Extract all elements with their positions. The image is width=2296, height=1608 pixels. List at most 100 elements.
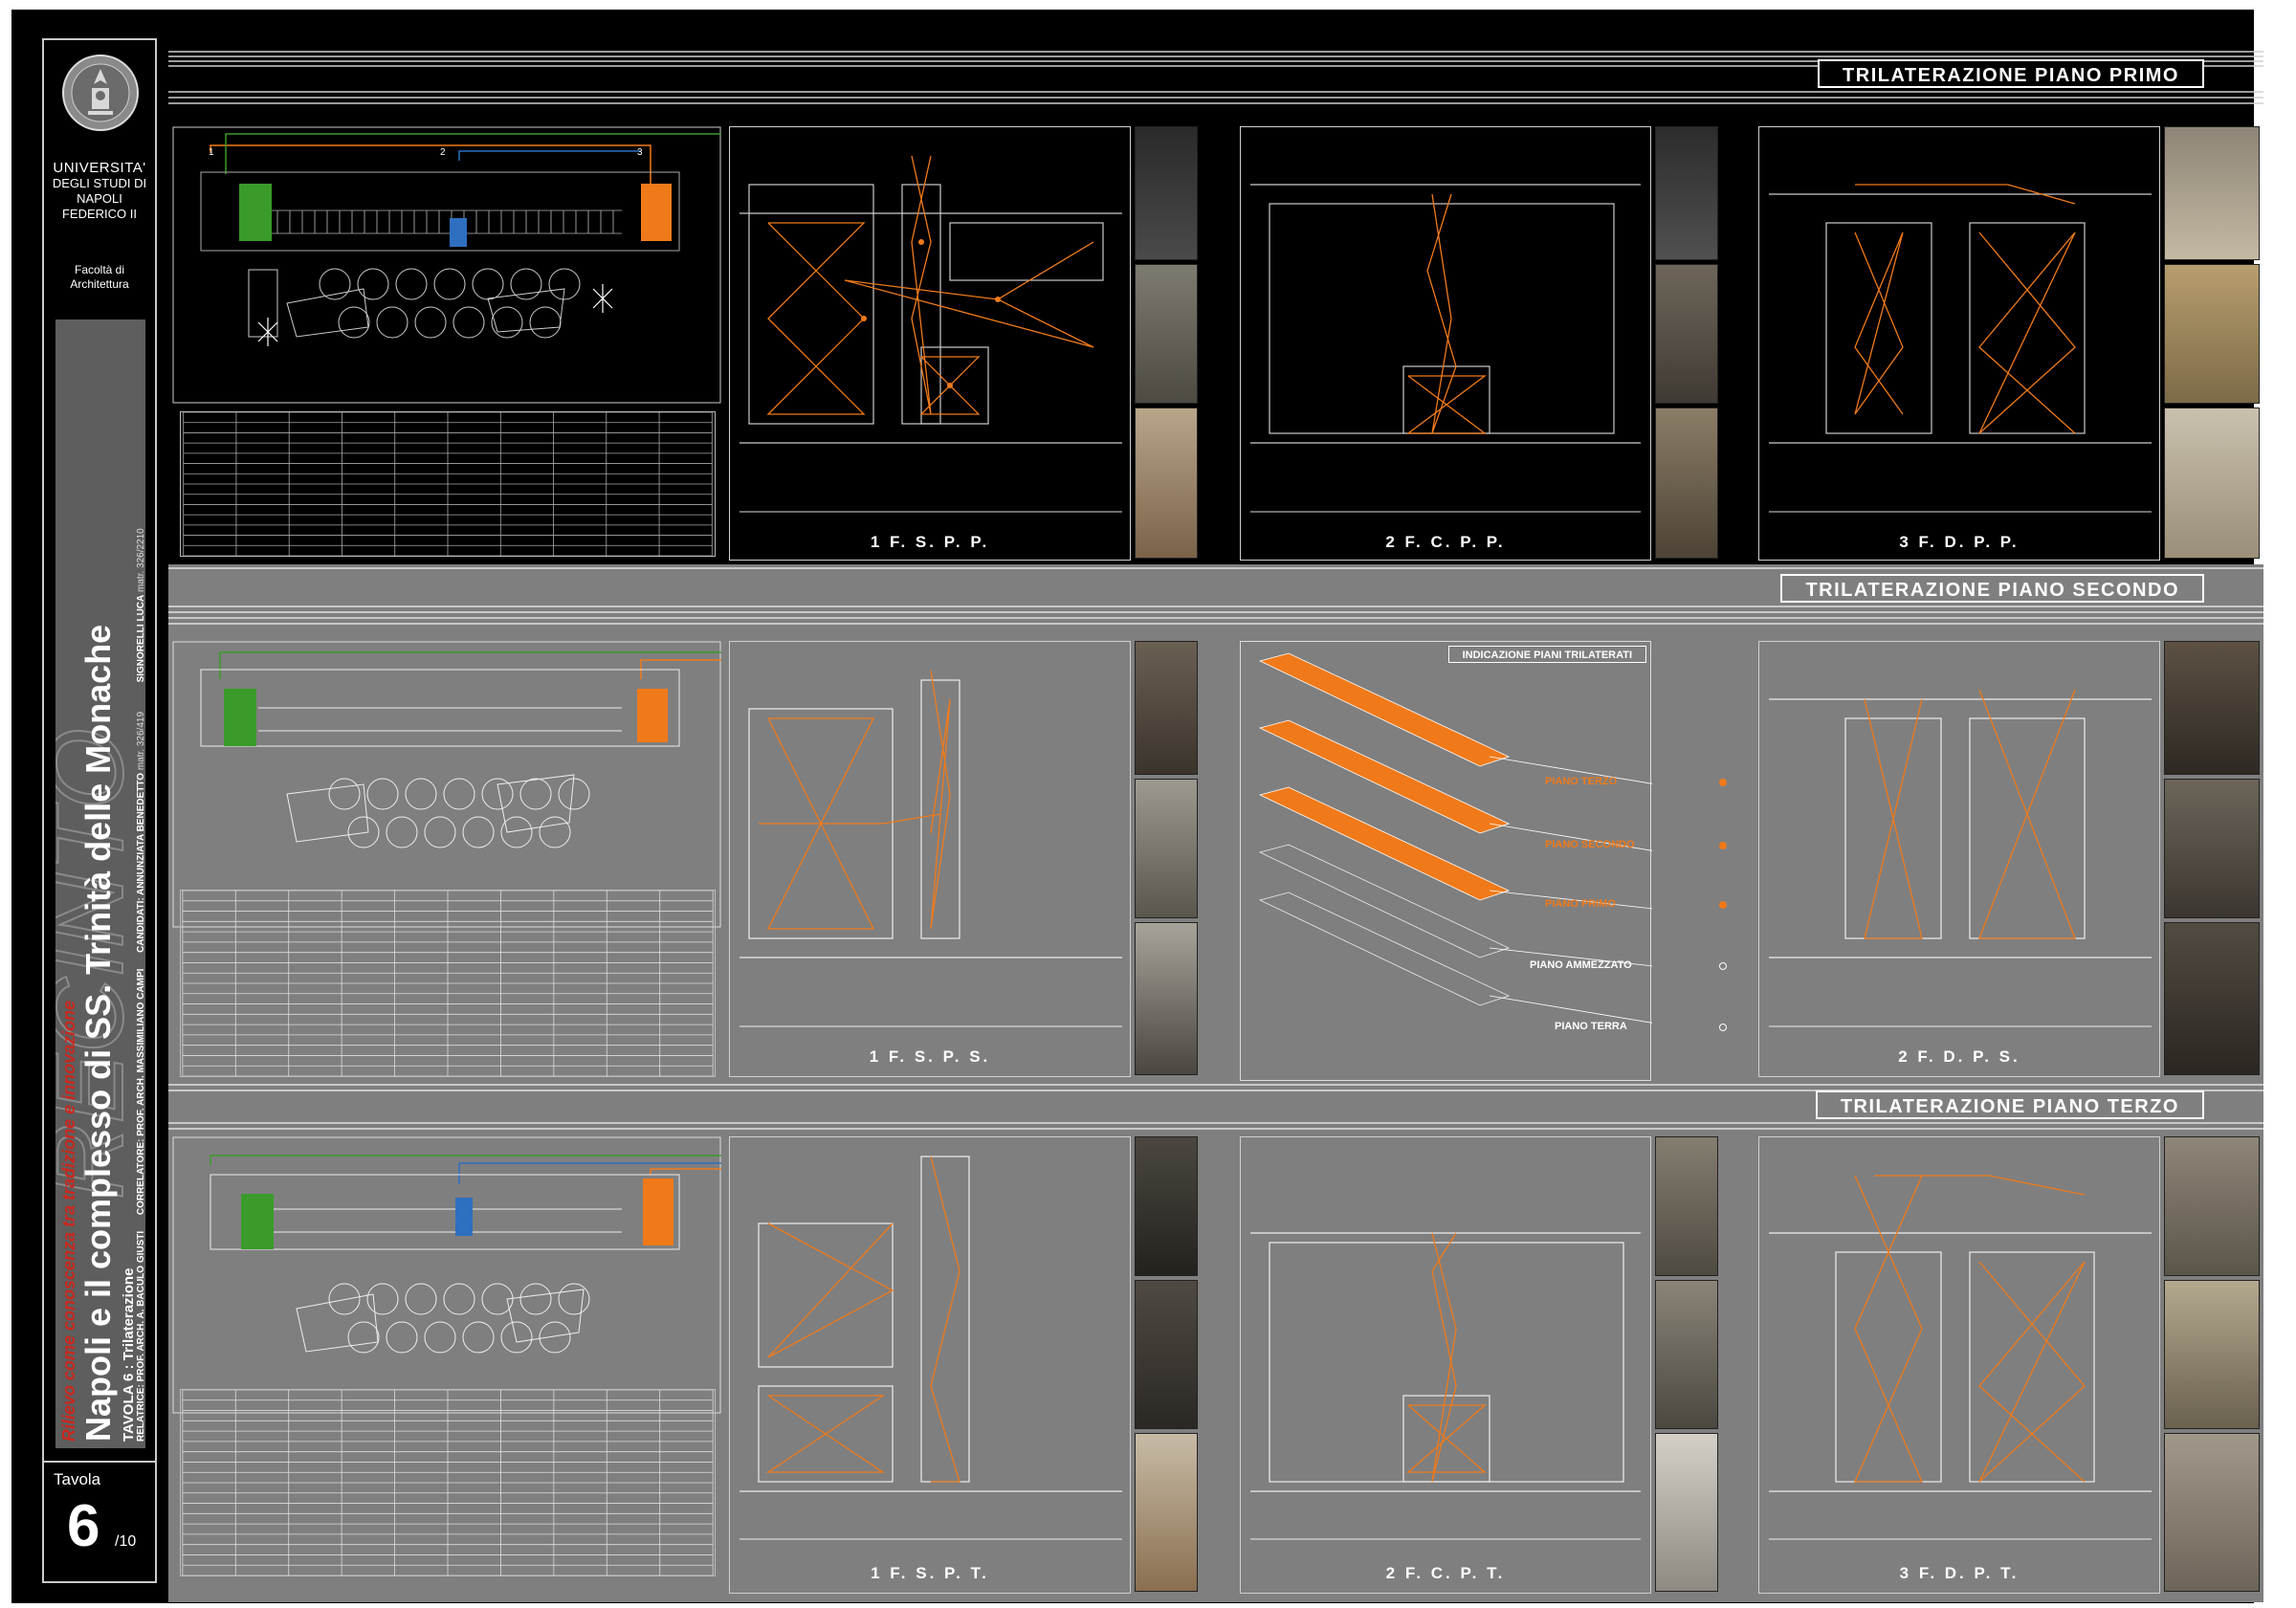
correlatore: CORRELATORE: PROF. ARCH. MASSIMILIANO CA… <box>136 968 146 1216</box>
photo-interior-2a <box>1655 126 1718 260</box>
trilateration-plan-3-primo <box>1769 184 2152 513</box>
tavola-number: 6 <box>67 1493 100 1559</box>
photo-corridor-t1 <box>1135 1136 1198 1276</box>
tavola-label: Tavola <box>54 1470 101 1488</box>
plan-label-2-terzo: 2 F. C. P. T. <box>1385 1564 1506 1582</box>
candidato-1-matr: matr. 326/419 <box>136 711 146 771</box>
photo-corridor-t8 <box>2164 1280 2260 1429</box>
plan-label-3-terzo: 3 F. D. P. T. <box>1899 1564 2020 1582</box>
trilateration-plan-3-terzo <box>1769 1175 2152 1540</box>
site-plan-terzo <box>172 1136 721 1414</box>
title-block: UNIVERSITA' DEGLI STUDI DI NAPOLI FEDERI… <box>42 38 157 1583</box>
trilateration-plan-1-terzo <box>740 1156 1122 1540</box>
university-line-1: UNIVERSITA' <box>53 160 146 176</box>
photo-ceiling-t6 <box>1655 1433 1718 1592</box>
svg-text:RECINTO: RECINTO <box>55 728 145 1200</box>
trilateration-plan-2-secondo <box>1769 689 2152 1027</box>
photo-room-t2 <box>1135 1280 1198 1429</box>
floor-title-primo: TRILATERAZIONE PIANO PRIMO <box>1818 59 2204 88</box>
photo-corridor-1 <box>1135 126 1198 260</box>
plan-panel-2-secondo: 2 F. D. P. S. <box>1758 641 2160 1077</box>
photo-interior-2c <box>1655 408 1718 559</box>
photo-room-s2 <box>1135 779 1198 918</box>
trilateration-plan-1-primo <box>740 155 1122 513</box>
floor-band-secondo: TRILATERAZIONE PIANO SECONDO <box>168 564 2263 1081</box>
layered-floors-axonometry <box>1258 652 1652 1024</box>
plan-panel-2-terzo: 2 F. C. P. T. <box>1240 1136 1651 1594</box>
svg-text:2: 2 <box>440 147 446 158</box>
legend-item-terzo: PIANO TERZO <box>1545 776 1618 787</box>
measurements-table-secondo <box>180 890 716 1077</box>
photo-room-t7 <box>2164 1136 2260 1276</box>
svg-text:3: 3 <box>637 147 643 158</box>
plan-panel-1-secondo: 1 F. S. P. S. <box>729 641 1131 1077</box>
photo-hallway-3a <box>2164 126 2260 260</box>
faculty-line-2: Architettura <box>70 277 129 291</box>
legend-panel: INDICAZIONE PIANI TRILATERATI PIANO <box>1240 641 1727 1081</box>
candidato-1: CANDIDATI: ANNUNZIATA BENEDETTO <box>136 772 146 953</box>
plan-label-3-primo: 3 F. D. P. P. <box>1899 533 2020 551</box>
photo-room-t5 <box>1655 1280 1718 1429</box>
trilateration-plan-2-terzo <box>1250 1232 1641 1540</box>
photo-wall-3c <box>2164 408 2260 559</box>
university-seal-icon <box>62 55 139 131</box>
university-line-2: DEGLI STUDI DI <box>52 176 147 190</box>
legend-dot-secondo <box>1719 842 1727 849</box>
relatrice: RELATRICE: PROF. ARCH. A. BACULO GIUSTI <box>136 1230 146 1442</box>
plan-label-2-secondo: 2 F. D. P. S. <box>1898 1047 2020 1066</box>
trilateration-plan-2-primo <box>1250 184 1641 513</box>
legend-dot-primo <box>1719 901 1727 909</box>
credits-line: RELATRICE: PROF. ARCH. A. BACULO GIUSTI … <box>136 528 146 1442</box>
photo-window-s3 <box>1135 922 1198 1075</box>
plan-panel-2-primo: 2 F. C. P. P. <box>1240 126 1651 561</box>
legend-item-secondo: PIANO SECONDO <box>1545 839 1635 850</box>
measurements-table-primo <box>180 411 716 557</box>
legend-title: INDICAZIONE PIANI TRILATERATI <box>1447 646 1646 663</box>
photo-room-s4 <box>2164 641 2260 775</box>
project-titles: Rilievo come conoscenza tra tradizione e… <box>57 313 146 1442</box>
legend-item-primo: PIANO PRIMO <box>1545 898 1616 910</box>
photo-door-1 <box>1135 264 1198 404</box>
floor-band-primo: TRILATERAZIONE PIANO PRIMO 1 2 3 <box>168 48 2263 564</box>
site-plan-primo: 1 2 3 <box>172 126 721 404</box>
photo-room-s5 <box>2164 779 2260 918</box>
photo-room-t4 <box>1655 1136 1718 1276</box>
university-line-4: FEDERICO II <box>61 207 137 221</box>
legend-dot-ammezzato <box>1719 962 1727 970</box>
project-title: Napoli e il complesso di SS. Trinità del… <box>78 624 118 1442</box>
tavola-total: /10 <box>115 1533 137 1550</box>
plan-panel-3-primo: 3 F. D. P. P. <box>1758 126 2160 561</box>
svg-text:1: 1 <box>209 147 214 158</box>
legend-dot-terra <box>1719 1024 1727 1031</box>
watermark-graphic: RECINTO <box>55 727 145 1200</box>
floor-title-secondo: TRILATERAZIONE PIANO SECONDO <box>1780 574 2204 603</box>
project-subtitle: Rilievo come conoscenza tra tradizione e… <box>59 1000 78 1442</box>
plan-label-2-primo: 2 F. C. P. P. <box>1385 533 1506 551</box>
plan-panel-1-primo: 1 F. S. P. P. <box>729 126 1131 561</box>
university-line-3: NAPOLI <box>77 191 122 206</box>
site-plan-secondo <box>172 641 721 928</box>
photo-room-s6 <box>2164 922 2260 1075</box>
photo-arch-s1 <box>1135 641 1198 775</box>
photo-stairs-t3 <box>1135 1433 1198 1592</box>
drawing-sheet: UNIVERSITA' DEGLI STUDI DI NAPOLI FEDERI… <box>11 10 2263 1603</box>
floor-title-terzo: TRILATERAZIONE PIANO TERZO <box>1815 1090 2204 1119</box>
legend-dot-terzo <box>1719 779 1727 786</box>
university-name: UNIVERSITA' DEGLI STUDI DI NAPOLI FEDERI… <box>44 161 155 222</box>
plan-label-1-secondo: 1 F. S. P. S. <box>869 1047 991 1066</box>
plan-label-1-primo: 1 F. S. P. P. <box>870 533 990 551</box>
photo-door-3b <box>2164 264 2260 404</box>
tavola-box: Tavola 6 /10 <box>44 1461 155 1581</box>
faculty-name: Facoltà di Architettura <box>44 263 155 292</box>
legend-item-terra: PIANO TERRA <box>1555 1021 1627 1032</box>
measurements-table-terzo <box>180 1389 716 1576</box>
floor-band-terzo: TRILATERAZIONE PIANO TERZO <box>168 1081 2263 1602</box>
tavola-subject: TAVOLA 6 : Trilaterazione <box>121 1267 137 1442</box>
plan-panel-3-terzo: 3 F. D. P. T. <box>1758 1136 2160 1594</box>
legend-item-ammezzato: PIANO AMMEZZATO <box>1530 959 1632 971</box>
photo-vault-t9 <box>2164 1433 2260 1592</box>
candidato-2: SIGNORELLI LUCA <box>136 594 146 683</box>
photo-interior-2b <box>1655 264 1718 404</box>
trilateration-plan-1-secondo <box>740 670 1122 1027</box>
photo-arcade-1 <box>1135 408 1198 559</box>
